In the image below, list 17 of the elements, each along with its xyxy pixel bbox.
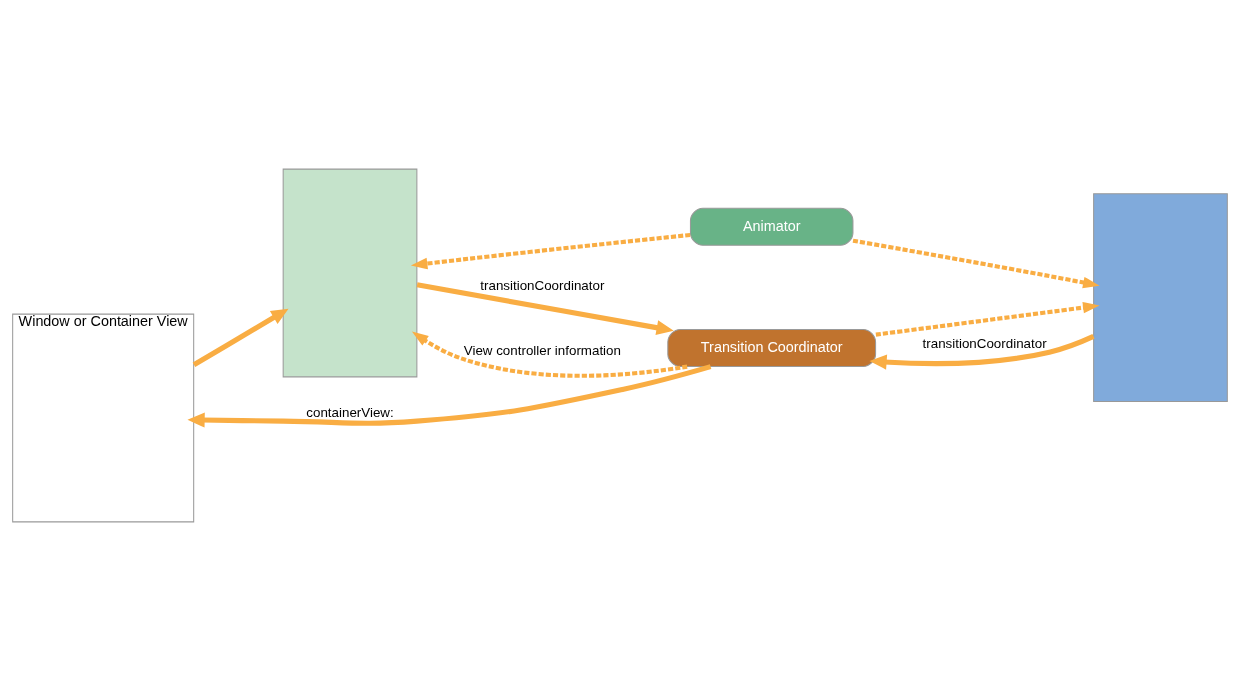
arrow	[875, 301, 1100, 337]
node-box	[1093, 192, 1228, 402]
arrow	[410, 232, 691, 269]
edge-label: transitionCoordinator	[922, 335, 1047, 351]
node-box: Animator	[689, 207, 854, 246]
node-box: Window or Container View	[12, 313, 195, 522]
arrow	[192, 308, 289, 367]
arrow	[187, 363, 712, 428]
arrow	[416, 281, 674, 335]
node-box	[282, 168, 418, 377]
edge-label: View controller information	[463, 342, 621, 358]
edge-label: transitionCoordinator	[480, 277, 605, 293]
arrow	[852, 238, 1100, 288]
arrow	[869, 333, 1095, 370]
edge-label: containerView:	[306, 404, 394, 420]
node-box: Transition Coordinator	[667, 328, 877, 367]
arrow	[411, 331, 688, 378]
